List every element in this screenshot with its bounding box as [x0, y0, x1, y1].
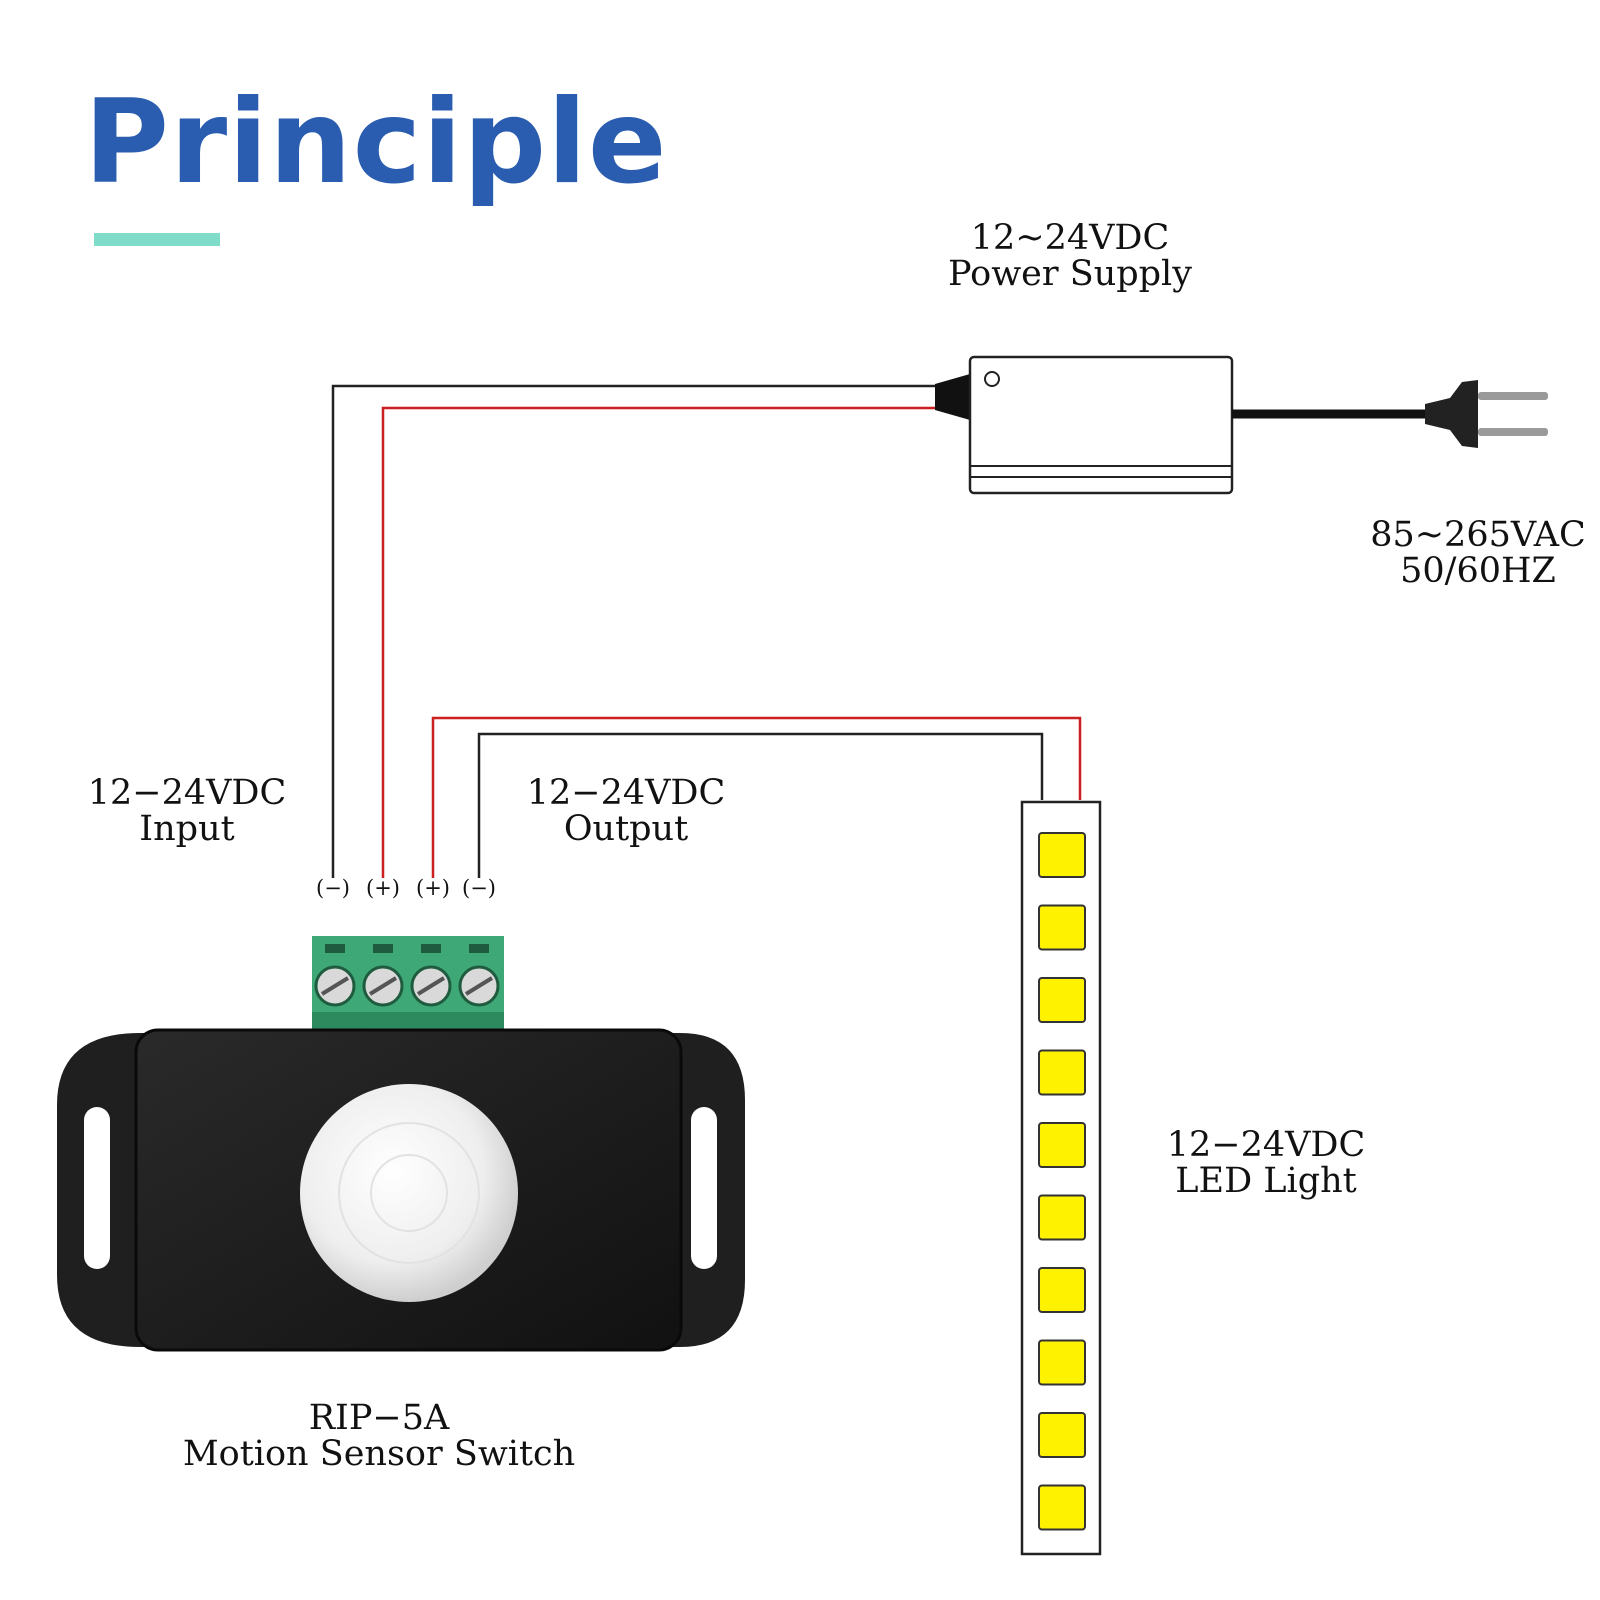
led-chip	[1038, 1049, 1086, 1096]
terminal-label-output-positive: (+)	[416, 876, 450, 900]
power-adapter-icon	[935, 355, 1234, 495]
pir-motion-sensor-icon	[57, 1028, 745, 1352]
led-chip	[1038, 1339, 1086, 1386]
mains-label: 85~265VAC 50/60HZ	[1370, 515, 1586, 591]
sensor-label: RIP−5A Motion Sensor Switch	[182, 1398, 576, 1474]
led-strip-icon	[1020, 800, 1102, 1556]
power-supply-label: 12~24VDC Power Supply	[947, 218, 1193, 294]
terminal-screws	[314, 944, 500, 1007]
output-wires	[431, 716, 1082, 878]
led-chip	[1038, 832, 1086, 878]
terminal-label-input-positive: (+)	[366, 876, 400, 900]
page-title: Principle	[84, 75, 668, 210]
led-chip	[1038, 1484, 1086, 1531]
led-chip	[1038, 904, 1086, 951]
title-underline	[94, 233, 220, 246]
led-light-label: 12−24VDC LED Light	[1166, 1125, 1366, 1201]
led-chips	[1038, 832, 1086, 1531]
screw-icon	[314, 944, 356, 1007]
input-label: 12−24VDC Input	[87, 773, 287, 849]
output-negative-wire	[477, 732, 1044, 878]
eu-plug-icon	[1232, 380, 1548, 448]
led-chip	[1038, 1412, 1086, 1458]
led-chip	[1038, 977, 1086, 1023]
input-negative-wire	[331, 384, 935, 878]
led-chip	[1038, 1267, 1086, 1313]
led-chip	[1038, 1194, 1086, 1241]
terminal-block	[312, 936, 504, 1030]
output-label: 12−24VDC Output	[526, 773, 726, 849]
input-wires	[331, 384, 935, 878]
screw-icon	[362, 944, 404, 1007]
terminal-label-input-negative: (−)	[316, 876, 350, 900]
terminal-label-output-negative: (−)	[462, 876, 496, 900]
input-positive-wire	[381, 406, 935, 878]
screw-icon	[458, 944, 500, 1007]
led-chip	[1038, 1122, 1086, 1168]
output-positive-wire	[431, 716, 1082, 878]
screw-icon	[410, 944, 452, 1007]
